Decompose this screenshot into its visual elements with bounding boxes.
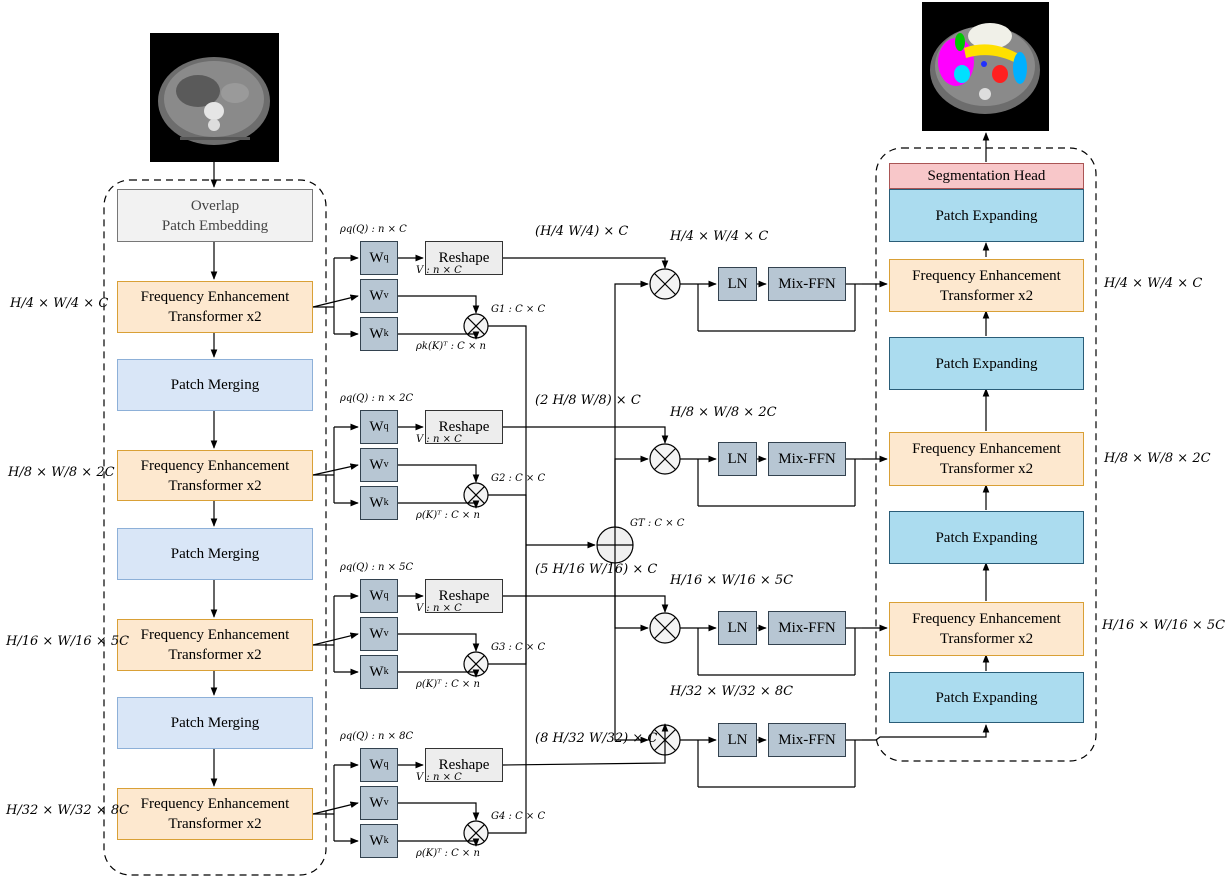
patch-expanding-1: Patch Expanding	[889, 189, 1084, 242]
w-subscript: k	[383, 328, 389, 339]
w-letter: W	[369, 795, 384, 811]
patch-merging-2: Patch Merging	[117, 528, 313, 580]
w-letter: W	[369, 250, 384, 266]
overlap-patch-embedding: Overlap Patch Embedding	[117, 189, 313, 242]
reshape-box-1: Reshape	[425, 241, 503, 275]
v-label-4: V : n × C	[416, 772, 462, 783]
ln-box-1: LN	[718, 267, 757, 301]
mix-ffn-box-4: Mix-FFN	[768, 723, 846, 757]
ln-box-2: LN	[718, 442, 757, 476]
w-subscript: v	[383, 628, 389, 639]
encoder-fet-1: Frequency Enhancement Transformer x2	[117, 281, 313, 333]
output-segmentation-image	[922, 2, 1049, 131]
w-subscript: q	[383, 421, 389, 432]
rho-q-label-3: ρq(Q) : n × 5C	[340, 562, 414, 573]
reshape-out-label-2: (2 H/8 W/8) × C	[535, 393, 641, 408]
w-subscript: q	[383, 590, 389, 601]
ffn-dim-1: H/4 × W/4 × C	[670, 229, 769, 244]
encoder-dim-3: H/16 × W/16 × 5C	[6, 634, 130, 649]
v-label-2: V : n × C	[416, 434, 462, 445]
input-ct-image	[150, 33, 279, 162]
mix-ffn-box-3: Mix-FFN	[768, 611, 846, 645]
rho-k-label-1: ρk(K)ᵀ : C × n	[416, 341, 486, 352]
encoder-dim-2: H/8 × W/8 × 2C	[8, 465, 115, 480]
encoder-dim-4: H/32 × W/32 × 8C	[6, 803, 130, 818]
w-subscript: v	[383, 797, 389, 808]
rho-q-label-1: ρq(Q) : n × C	[340, 224, 407, 235]
w-subscript: v	[383, 290, 389, 301]
w-letter: W	[369, 833, 384, 849]
w-letter: W	[369, 495, 384, 511]
v-label-3: V : n × C	[416, 603, 462, 614]
connection-lines	[103, 132, 1097, 876]
patch-expanding-2: Patch Expanding	[889, 337, 1084, 390]
reshape-box-2: Reshape	[425, 410, 503, 444]
ffn-dim-2: H/8 × W/8 × 2C	[670, 405, 777, 420]
g-label-4: G4 : C × C	[491, 811, 546, 822]
gt-label: GT : C × C	[630, 518, 685, 529]
encoder-dim-1: H/4 × W/4 × C	[10, 296, 109, 311]
reshape-out-label-3: (5 H/16 W/16) × C	[535, 562, 658, 577]
reshape-box-4: Reshape	[425, 748, 503, 782]
reshape-out-label-1: (H/4 W/4) × C	[535, 224, 629, 239]
w-subscript: q	[383, 252, 389, 263]
w-subscript: q	[383, 759, 389, 770]
encoder-fet-4: Frequency Enhancement Transformer x2	[117, 788, 313, 840]
rho-q-label-4: ρq(Q) : n × 8C	[340, 731, 414, 742]
encoder-fet-2: Frequency Enhancement Transformer x2	[117, 450, 313, 501]
w-subscript: k	[383, 666, 389, 677]
w-subscript: k	[383, 497, 389, 508]
w-letter: W	[369, 664, 384, 680]
decoder-fet-1: Frequency Enhancement Transformer x2	[889, 259, 1084, 312]
patch-expanding-4: Patch Expanding	[889, 672, 1084, 723]
mix-ffn-box-2: Mix-FFN	[768, 442, 846, 476]
rho-k-label-3: ρ(K)ᵀ : C × n	[416, 679, 480, 690]
rho-k-label-4: ρ(K)ᵀ : C × n	[416, 848, 480, 859]
decoder-fet-3: Frequency Enhancement Transformer x2	[889, 602, 1084, 656]
w-letter: W	[369, 288, 384, 304]
w-letter: W	[369, 757, 384, 773]
reshape-box-3: Reshape	[425, 579, 503, 613]
patch-expanding-3: Patch Expanding	[889, 511, 1084, 564]
patch-merging-1: Patch Merging	[117, 359, 313, 411]
ln-box-3: LN	[718, 611, 757, 645]
mix-ffn-box-1: Mix-FFN	[768, 267, 846, 301]
w-letter: W	[369, 457, 384, 473]
v-label-1: V : n × C	[416, 265, 462, 276]
w-subscript: k	[383, 835, 389, 846]
decoder-fet-2: Frequency Enhancement Transformer x2	[889, 432, 1084, 486]
g-label-3: G3 : C × C	[491, 642, 546, 653]
g-label-1: G1 : C × C	[491, 304, 546, 315]
w-letter: W	[369, 326, 384, 342]
encoder-fet-3: Frequency Enhancement Transformer x2	[117, 619, 313, 671]
ffn-dim-4: H/32 × W/32 × 8C	[670, 684, 794, 699]
decoder-dim-2: H/8 × W/8 × 2C	[1104, 451, 1211, 466]
patch-merging-3: Patch Merging	[117, 697, 313, 749]
decoder-dim-3: H/16 × W/16 × 5C	[1102, 618, 1225, 633]
w-subscript: v	[383, 459, 389, 470]
ffn-dim-3: H/16 × W/16 × 5C	[670, 573, 794, 588]
rho-q-label-2: ρq(Q) : n × 2C	[340, 393, 414, 404]
reshape-out-label-4: (8 H/32 W/32) × C	[535, 731, 658, 746]
w-letter: W	[369, 419, 384, 435]
rho-k-label-2: ρ(K)ᵀ : C × n	[416, 510, 480, 521]
w-letter: W	[369, 588, 384, 604]
segmentation-head: Segmentation Head	[889, 163, 1084, 189]
decoder-dim-1: H/4 × W/4 × C	[1104, 276, 1203, 291]
ln-box-4: LN	[718, 723, 757, 757]
g-label-2: G2 : C × C	[491, 473, 546, 484]
w-letter: W	[369, 626, 384, 642]
